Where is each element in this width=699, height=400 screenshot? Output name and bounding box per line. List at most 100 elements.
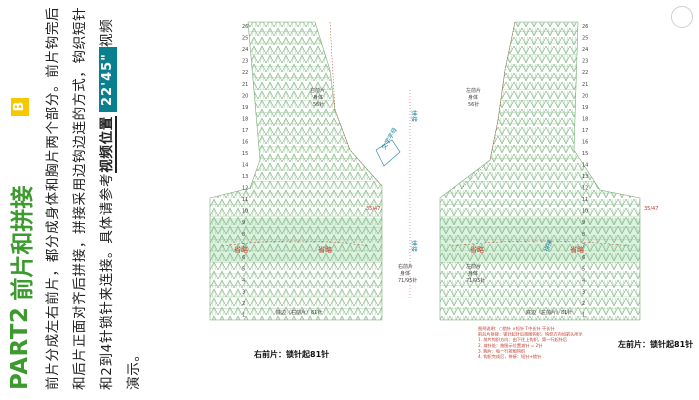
left-row-number: 16	[582, 139, 588, 145]
left-row-number: 23	[582, 59, 588, 65]
legend-line: 3. 胸片：每一行按图钩织	[478, 347, 525, 354]
right-yoke-label: 右前片	[398, 263, 413, 270]
right-row-number: 13	[242, 174, 248, 180]
left-row-number: 12	[582, 186, 588, 192]
handwritten-annotation-right: 文学字母	[380, 126, 399, 151]
right-yoke-sub: 身体	[400, 270, 410, 277]
crochet-diagram-svg: 2625242322212019181716151413121110987654…	[209, 21, 693, 360]
right-row-number: 4	[242, 278, 245, 284]
right-row-number: 21	[242, 82, 248, 88]
left-shaping-label-2: 省略	[570, 245, 584, 254]
left-row-number: 4	[582, 278, 585, 284]
right-front-caption: 右前片：锁针起81针	[253, 349, 329, 359]
legend-line: 1. 前片钩织方向：由下往上钩织，第一行起针后	[478, 336, 567, 343]
right-body-sub: 身体	[313, 94, 323, 101]
handwritten-annotation-left: 拼接	[542, 239, 554, 253]
left-neck-edge	[459, 21, 516, 191]
handwritten-text-right: 文学字母	[380, 126, 399, 151]
right-row-number: 25	[242, 36, 248, 42]
right-row-number: 22	[242, 70, 248, 76]
seam-label-lower: 拼接	[410, 240, 418, 252]
left-row-number: 10	[582, 209, 588, 215]
left-row-number: 9	[582, 220, 585, 226]
left-yoke-label: 左前片	[466, 263, 481, 270]
left-row-number: 18	[582, 116, 588, 122]
left-row-number: 25	[582, 36, 588, 42]
right-shaping-label: 省略	[234, 245, 248, 254]
right-front-piece	[209, 21, 383, 321]
legend-line: 图例说明：○锁针 ×短针 T中长针 干长针	[478, 325, 555, 332]
right-dash-curve	[221, 240, 371, 247]
right-row-number: 7	[242, 243, 245, 249]
right-outline	[209, 21, 383, 321]
left-row-numbers: 2625242322212019181716151413121110987654…	[582, 24, 588, 318]
section-title: 前片和拼接	[10, 185, 36, 301]
right-side-mark: 35/47	[366, 206, 380, 212]
video-timestamp[interactable]: 22'45"	[99, 47, 117, 112]
left-row-number: 24	[582, 47, 588, 53]
left-yoke-count: 71/95针	[466, 277, 485, 284]
left-row-number: 19	[582, 105, 588, 111]
right-row-number: 12	[242, 186, 248, 192]
right-row-number: 19	[242, 105, 248, 111]
right-row-number: 24	[242, 47, 248, 53]
left-row-number: 1	[582, 313, 585, 319]
left-base-note: 底边（左前片）81针	[526, 309, 572, 316]
right-row-number: 1	[242, 313, 245, 319]
part-label: PART2	[7, 306, 33, 390]
left-row-number: 21	[582, 82, 588, 88]
left-body-sub: 身体	[468, 94, 478, 101]
right-row-number: 15	[242, 151, 248, 157]
left-shaping-label: 省略	[470, 245, 484, 254]
left-row-number: 13	[582, 174, 588, 180]
right-row-number: 16	[242, 139, 248, 145]
left-row-number: 14	[582, 163, 588, 169]
handwritten-shape-right	[375, 139, 401, 167]
right-row-number: 5	[242, 266, 245, 272]
instruction-paragraph: 前片分成左右前片，都分成身体和胸片两个部分。前片钩完后和后片正面对齐后拼接，拼接…	[40, 6, 148, 390]
section-badge: B	[11, 97, 29, 116]
left-front-caption: 左前片：锁针起81针	[617, 339, 693, 349]
right-row-number: 6	[242, 255, 245, 261]
right-row-number: 9	[242, 220, 245, 226]
legend-line: 4. 钩织完成后，拼接：短针+锁针	[478, 353, 541, 360]
right-yoke-count: 71/95针	[398, 277, 417, 284]
right-row-number: 18	[242, 116, 248, 122]
left-side-mark: 35/47	[644, 206, 658, 212]
left-row-number: 8	[582, 232, 585, 238]
handwritten-text-left: 拼接	[542, 239, 554, 253]
left-row-number: 5	[582, 266, 585, 272]
right-row-numbers: 2625242322212019181716151413121110987654…	[242, 24, 248, 318]
left-body-label: 左前片	[466, 87, 481, 94]
video-position-link[interactable]: 视频位置	[99, 116, 117, 173]
left-row-number: 11	[582, 197, 588, 203]
left-row-number: 6	[582, 255, 585, 261]
left-row-number: 2	[582, 301, 585, 307]
left-body-count: 56针	[468, 101, 479, 108]
left-front-piece	[439, 21, 641, 321]
right-row-number: 14	[242, 163, 248, 169]
section-heading: PART2 前片和拼接 B	[2, 6, 38, 390]
right-row-number: 11	[242, 197, 248, 203]
left-row-lines	[440, 31, 640, 320]
watermark-logo	[671, 6, 693, 28]
left-row-number: 22	[582, 70, 588, 76]
left-row-number: 20	[582, 93, 588, 99]
right-shaping-label-2: 省略	[318, 245, 332, 254]
right-row-number: 10	[242, 209, 248, 215]
left-row-number: 15	[582, 151, 588, 157]
legend-notes: 图例说明：○锁针 ×短针 T中长针 干长针前后片拼接：锁针起针后按图钩织，钩织方…	[478, 325, 583, 360]
right-body-label: 右前片	[310, 87, 325, 94]
left-row-number: 26	[582, 24, 588, 30]
right-row-number: 20	[242, 93, 248, 99]
right-stitch-fill	[210, 22, 382, 320]
legend-line: 2. 减针处：按图示位置减针 = 2针	[478, 342, 542, 349]
right-base-note: 底边（右前片）81针	[276, 309, 322, 316]
right-body-count: 56针	[313, 101, 324, 108]
right-row-number: 3	[242, 289, 245, 295]
left-yoke-sub: 身体	[468, 270, 478, 277]
right-row-number: 23	[242, 59, 248, 65]
left-row-number: 3	[582, 289, 585, 295]
right-row-number: 2	[242, 301, 245, 307]
